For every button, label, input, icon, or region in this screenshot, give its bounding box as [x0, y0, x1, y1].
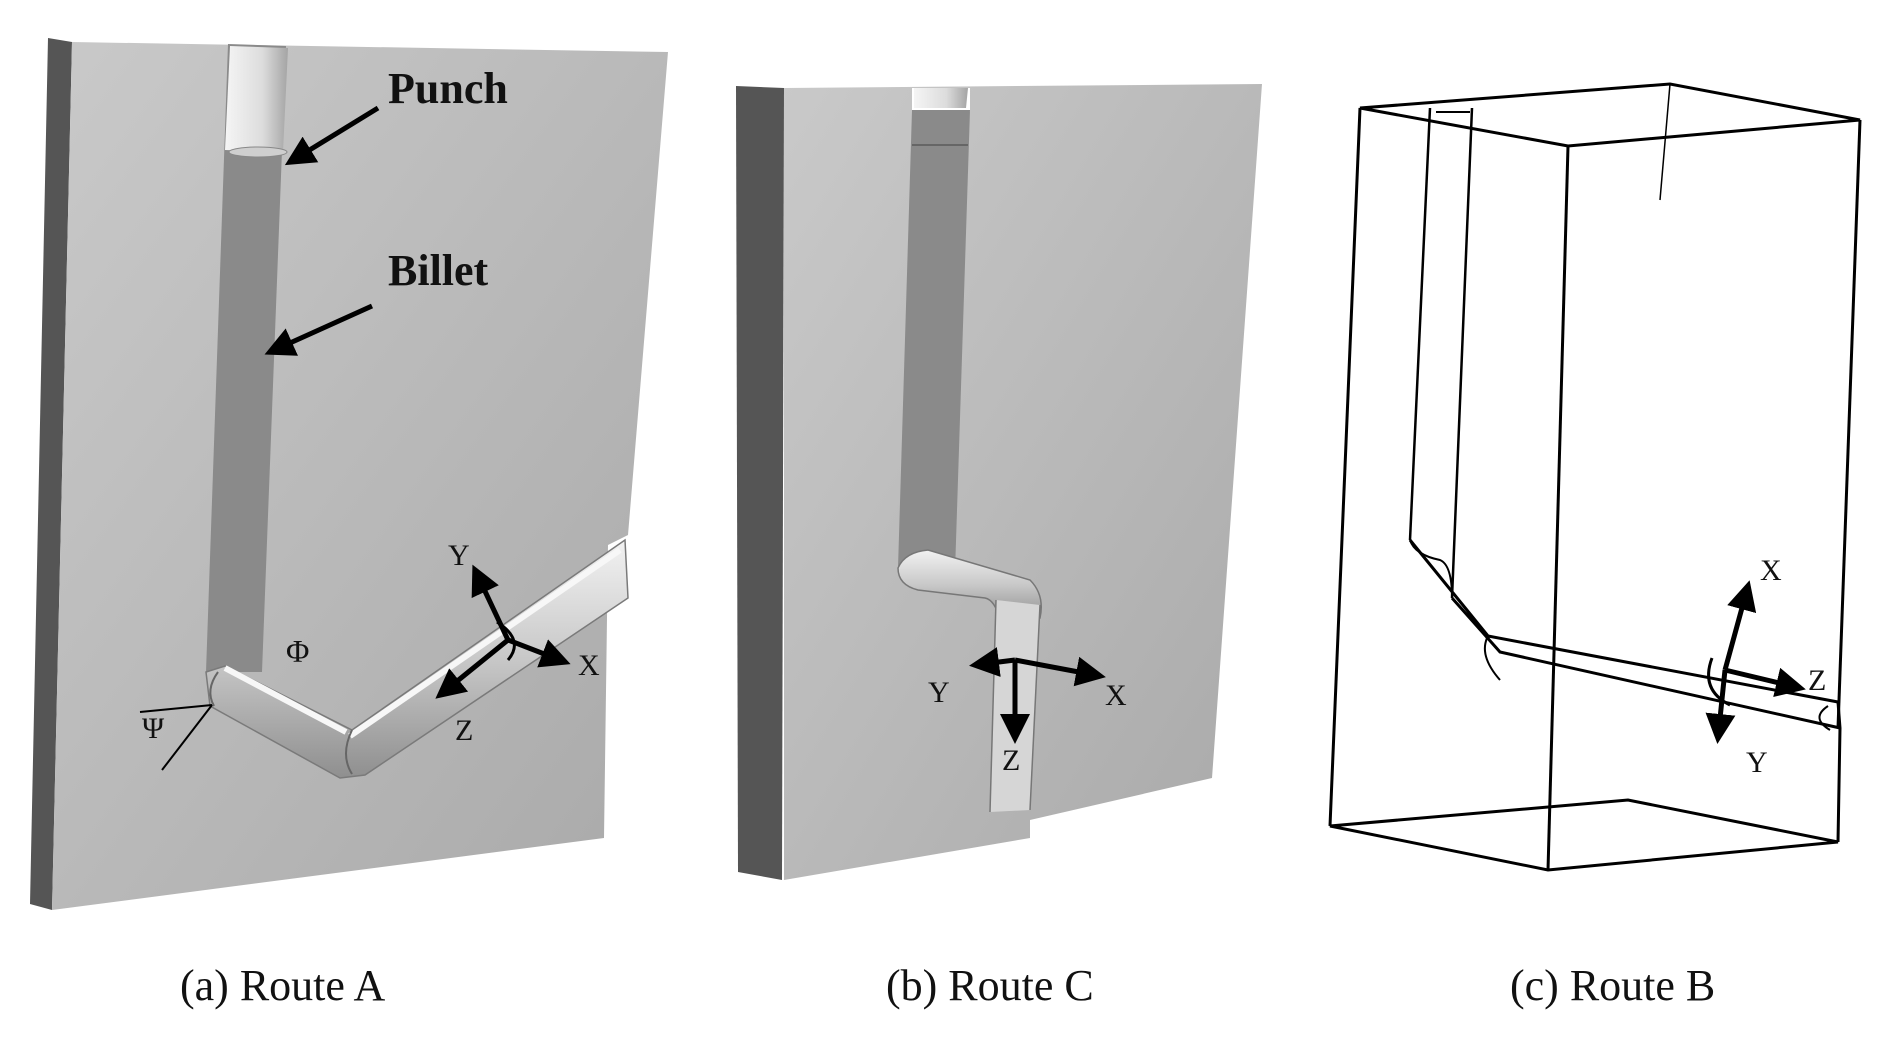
- wire-c-edge-front: [1546, 145, 1570, 871]
- caption-b: (b) Route C: [886, 961, 1094, 1010]
- axis-c-z-arrow: [1724, 667, 1806, 697]
- axis-triad-c: [1705, 580, 1806, 744]
- billet-label: Billet: [388, 246, 489, 295]
- axis-c-x-arrow: [1722, 580, 1757, 671]
- panel-c-wireframe: [1328, 82, 1862, 872]
- psi-line-upper: [139, 704, 213, 713]
- wire-c-bottom-face: [1329, 798, 1839, 872]
- die-b-vertical-channel: [898, 110, 970, 572]
- billet-callout-arrow: [264, 303, 374, 356]
- punch-callout-arrow: [284, 105, 380, 166]
- axis-c-y-arrow: [1705, 669, 1736, 744]
- die-a-side-face: [30, 38, 72, 910]
- caption-a: (a) Route A: [180, 961, 386, 1010]
- axis-b-x-arrow: [1014, 656, 1106, 687]
- axis-triad-b: [969, 647, 1106, 744]
- punch-b: [914, 88, 968, 108]
- axis-c-x-label: X: [1760, 554, 1782, 587]
- caption-c: (c) Route B: [1510, 961, 1715, 1010]
- panel-a-die: [30, 38, 668, 910]
- die-a-front-face: [52, 42, 668, 910]
- axis-triad-a: [435, 564, 571, 699]
- axis-b-y-label: Y: [928, 676, 950, 709]
- axis-b-x-label: X: [1105, 679, 1127, 712]
- axis-c-y-label: Y: [1746, 746, 1768, 779]
- axis-b-z-label: Z: [1002, 744, 1020, 777]
- axis-a-z-arrow: [435, 638, 510, 699]
- axis-b-y-arrow: [969, 647, 1016, 677]
- phi-label: Φ: [286, 633, 309, 669]
- axis-a-x-label: X: [578, 649, 600, 682]
- psi-line-lower: [161, 704, 213, 771]
- axis-a-z-label: Z: [455, 714, 473, 747]
- wire-c-top-face: [1359, 82, 1861, 148]
- die-b-front-face: [784, 84, 1262, 880]
- axis-c-z-label: Z: [1808, 664, 1826, 697]
- wire-c-edge-back-left: [1328, 107, 1362, 827]
- die-a-exit-pipe: [205, 538, 629, 779]
- psi-label: Ψ: [142, 712, 165, 745]
- punch-label: Punch: [388, 64, 508, 113]
- panel-b-die: [736, 84, 1262, 880]
- punch-a: [225, 46, 288, 152]
- axis-a-y-arrow: [471, 564, 511, 642]
- die-a-vertical-channel: [206, 44, 286, 672]
- wire-c-edge-right: [1836, 119, 1862, 729]
- die-b-side-face: [736, 86, 784, 880]
- axis-a-y-label: Y: [448, 539, 470, 572]
- axis-a-x-arrow: [507, 637, 571, 668]
